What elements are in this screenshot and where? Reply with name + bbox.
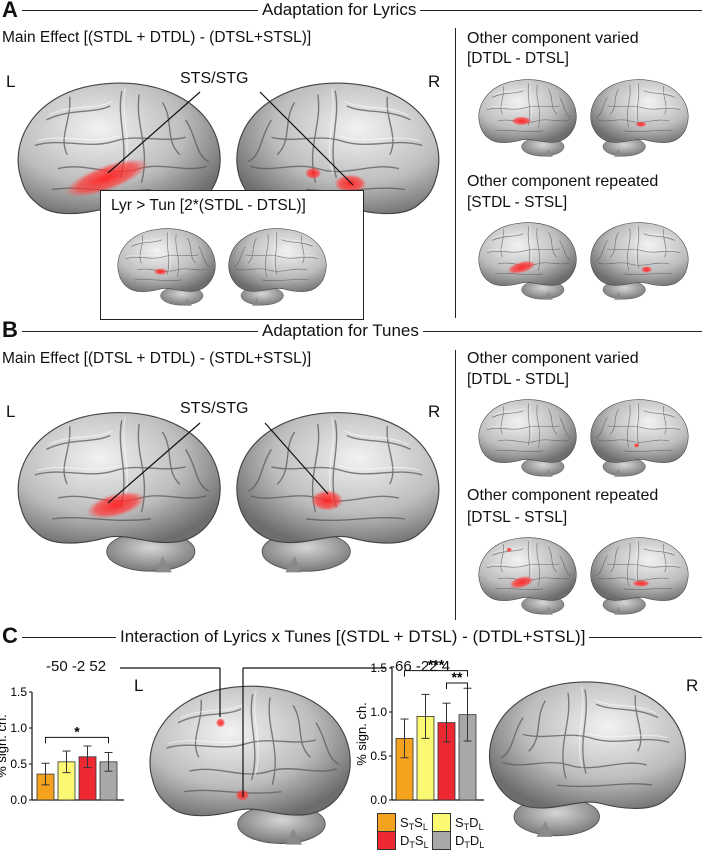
panel-a-repeated-left-brain <box>470 215 582 305</box>
activation-blob <box>507 260 536 274</box>
panel-b-varied-left-brain <box>470 392 582 482</box>
activation-blob <box>633 443 640 448</box>
panel-c-right-brain <box>478 662 703 852</box>
panel-b-main-effect: Main Effect [(DTSL + DTDL) - (STDL+STSL)… <box>2 350 311 368</box>
activation-blob <box>635 121 647 128</box>
panel-c-title: Interaction of Lyrics x Tunes [(STDL + D… <box>116 627 590 647</box>
panel-a-inset-box: Lyr > Tun [2*(STDL - DTSL)] <box>100 190 364 320</box>
panel-a-inset-left-brain <box>109 221 221 311</box>
panel-b-main-effect-formula: [(DTSL + DTDL) - (STDL+STSL)] <box>83 350 312 367</box>
activation-blob <box>215 718 226 728</box>
panel-b-repeated-left-brain <box>470 530 582 620</box>
panel-b-left-label: L <box>6 402 16 421</box>
panel-c-right-label: R <box>686 676 699 695</box>
panel-a-repeated-right-brain <box>585 215 697 305</box>
panel-a-divider <box>455 28 456 318</box>
panel-b-region-label: STS/STG <box>180 400 249 417</box>
significance-bracket <box>45 736 109 744</box>
panel-c-left-label: L <box>134 676 144 695</box>
activation-blob <box>509 576 534 589</box>
legend-label: STSL <box>400 815 428 832</box>
legend-label: STDL <box>455 815 484 832</box>
panel-b-varied-label: Other component varied <box>467 350 639 367</box>
panel-b-divider <box>455 350 456 620</box>
panel-c-letter: C <box>2 623 18 648</box>
coord-label-1: -50 -2 52 <box>46 658 107 675</box>
panel-a-varied-left-brain <box>470 72 582 162</box>
panel-a-repeated-formula: [STDL - STSL] <box>467 194 568 211</box>
legend-item: STDL <box>432 813 484 832</box>
panel-a-title: Adaptation for Lyrics <box>258 0 421 20</box>
panel-a-letter: A <box>2 0 18 22</box>
activation-blob <box>235 789 250 801</box>
legend-item: DTDL <box>432 831 484 850</box>
panel-a-region-label: STS/STG <box>180 70 249 87</box>
activation-blob <box>641 266 653 273</box>
activation-blob <box>310 490 344 511</box>
y-tick-label: 1.0 <box>370 705 387 719</box>
panel-a-inset-formula: [2*(STDL - DTSL)] <box>179 197 306 214</box>
panel-b-repeated-formula: [DTSL - STSL] <box>467 509 568 526</box>
activation-blob <box>511 116 532 126</box>
panel-c-left-brain <box>132 668 362 858</box>
panel-b-repeated-label: Other component repeated <box>467 487 659 504</box>
panel-b-right-brain <box>225 390 457 590</box>
activation-blob <box>153 268 168 275</box>
panel-b-title: Adaptation for Tunes <box>258 321 423 341</box>
legend-item: DTSL <box>377 831 429 850</box>
panel-a-main-effect-formula: [(STDL + DTDL) - (DTSL+STSL)] <box>83 29 312 46</box>
panel-a-inset-label: Lyr > Tun <box>111 197 176 214</box>
y-tick-label: 1.5 <box>370 661 387 675</box>
activation-blob <box>305 167 322 180</box>
panel-a-left-label: L <box>6 72 16 91</box>
panel-b-varied-formula: [DTDL - STDL] <box>467 371 569 388</box>
legend-label: DTDL <box>455 833 485 850</box>
legend-swatch <box>432 831 451 850</box>
panel-b-right-label: R <box>428 402 441 421</box>
legend-swatch <box>432 813 451 832</box>
panel-b-letter: B <box>2 317 18 342</box>
panel-a-main-effect-label: Main Effect <box>2 29 80 46</box>
y-tick-label: 0.0 <box>370 793 387 807</box>
bar-chart-right: 0.00.51.01.5% sign. ch.***** <box>354 660 484 807</box>
panel-b-main-effect-label: Main Effect <box>2 350 80 367</box>
legend-label: DTSL <box>400 833 429 850</box>
panel-a-inset-right-brain <box>223 221 335 311</box>
legend-item: STSL <box>377 813 428 832</box>
panel-a-inset-header: Lyr > Tun [2*(STDL - DTSL)] <box>111 197 306 215</box>
y-tick-label: 0.5 <box>10 757 27 771</box>
activation-blob <box>506 547 512 553</box>
panel-a-varied-formula: [DTDL - DTSL] <box>467 50 569 67</box>
y-tick-label: 1.0 <box>10 721 27 735</box>
panel-b-varied-right-brain <box>585 392 697 482</box>
panel-b-left-brain <box>0 390 232 590</box>
y-tick-label: 1.5 <box>10 685 27 699</box>
y-tick-label: 0.5 <box>370 749 387 763</box>
significance-bracket <box>404 670 468 677</box>
activation-blob <box>632 580 650 587</box>
y-axis-label: % sign. ch. <box>354 702 369 766</box>
panel-b-repeated-right-brain <box>585 530 697 620</box>
legend-swatch <box>377 813 396 832</box>
significance-stars: ** <box>452 669 463 685</box>
panel-a-repeated-label: Other component repeated <box>467 173 659 190</box>
significance-stars: *** <box>428 660 445 673</box>
bar-chart-left: 0.0 0.5 1.0 1.5 % sign. ch. * <box>0 685 124 807</box>
panel-a-varied-right-brain <box>585 72 697 162</box>
y-axis-label: % sign. ch. <box>0 714 9 778</box>
significance-stars: * <box>74 723 80 739</box>
panel-a-right-label: R <box>428 72 441 91</box>
y-tick-label: 0.0 <box>10 793 27 807</box>
significance-bracket <box>446 682 468 689</box>
legend-swatch <box>377 831 396 850</box>
panel-a-varied-label: Other component varied <box>467 30 639 47</box>
panel-a-main-effect: Main Effect [(STDL + DTDL) - (DTSL+STSL)… <box>2 29 311 47</box>
